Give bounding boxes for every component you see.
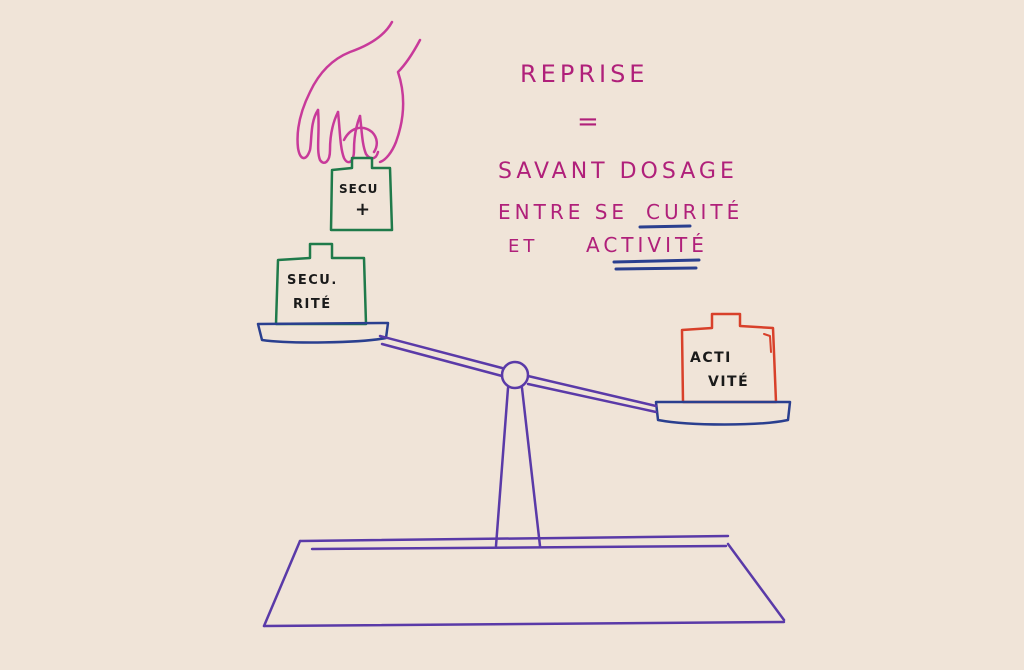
base-bottom <box>262 620 786 628</box>
title-equals: = <box>577 107 603 137</box>
hand-icon <box>296 20 422 164</box>
right-weight-label-1: ACTI <box>690 350 732 366</box>
beam-right-bottom <box>526 382 658 414</box>
base-right <box>726 542 786 622</box>
column-left <box>494 386 510 548</box>
underline-curite <box>638 224 692 229</box>
title-curite: CURITÉ <box>646 200 743 224</box>
held-weight-outline <box>329 156 394 232</box>
title-savant-dosage: SAVANT DOSAGE <box>498 159 738 184</box>
right-weight-edge <box>763 333 772 353</box>
title-activite: ACTIVITÉ <box>586 233 708 257</box>
right-weight: ACTI VITÉ <box>680 312 778 404</box>
beam-bottom <box>380 342 504 378</box>
left-weight: SECU. RITÉ <box>274 242 368 326</box>
held-weight: SECU + <box>329 156 394 232</box>
held-weight-label-2: + <box>355 199 370 220</box>
right-weight-label-2: VITÉ <box>708 373 749 390</box>
underline-activite-2 <box>614 266 698 271</box>
balance-scale-icon <box>262 334 786 628</box>
base-top-1 <box>298 534 730 543</box>
beam-top <box>378 334 504 370</box>
column-right <box>520 386 542 548</box>
title-entre: ENTRE SE <box>498 200 628 224</box>
title-block: REPRISE = SAVANT DOSAGE ENTRE SE CURITÉ … <box>498 60 743 257</box>
base-left <box>262 539 302 628</box>
title-underlines <box>612 224 701 271</box>
pivot <box>500 360 530 390</box>
beam-right-top <box>526 374 658 408</box>
title-reprise: REPRISE <box>520 60 648 88</box>
left-weight-label-1: SECU. <box>287 273 338 288</box>
base-top-2 <box>310 544 728 551</box>
underline-activite-1 <box>612 258 701 264</box>
right-pan <box>654 400 792 426</box>
left-pan <box>256 321 390 344</box>
held-weight-label-1: SECU <box>339 182 378 196</box>
title-et: ET <box>508 236 538 257</box>
left-weight-label-2: RITÉ <box>293 296 332 312</box>
